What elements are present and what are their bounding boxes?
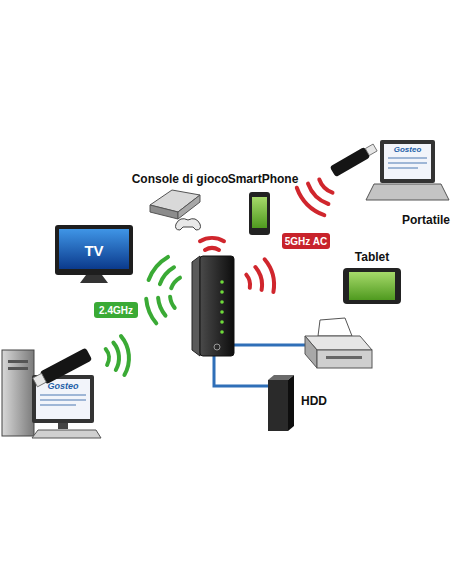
wifi-wave	[171, 278, 180, 289]
network-cable	[234, 344, 312, 347]
wifi-wave	[205, 248, 219, 250]
node-text: TV	[55, 225, 133, 275]
router-side	[192, 256, 200, 356]
dongle-plug	[365, 144, 377, 155]
device-console: Console di gioco	[125, 172, 235, 230]
router-led	[220, 300, 224, 304]
printer-side	[305, 336, 317, 368]
console-side	[150, 205, 178, 219]
screen-logo: Gosteo	[384, 145, 431, 154]
phone-body	[249, 192, 270, 235]
device-tv: TV	[55, 225, 133, 275]
screen-line	[40, 404, 76, 406]
screen-line	[40, 394, 86, 396]
laptop-lid	[380, 140, 435, 183]
node-text: Tablet	[335, 250, 409, 264]
node-text: 5GHz AC	[282, 233, 330, 249]
node-text: Console di gioco	[125, 172, 235, 186]
game-controller	[176, 219, 201, 230]
router-led	[220, 320, 224, 324]
tablet-screen	[349, 272, 395, 300]
wifi-wave	[246, 275, 250, 288]
wifi-wave	[200, 238, 224, 241]
device-smartphone: SmartPhone	[224, 172, 302, 236]
wifi-wave	[121, 336, 129, 375]
pc-tower	[2, 350, 34, 436]
laptop-base	[366, 184, 449, 200]
band-badge: 2.4GHz	[94, 302, 138, 318]
band-badge: 5GHz AC	[282, 233, 330, 249]
wifi-wave	[170, 297, 175, 308]
wifi-wave	[160, 267, 174, 284]
wifi-wave	[308, 184, 328, 204]
laptop-screen	[384, 144, 431, 179]
tablet-body	[343, 268, 401, 304]
wifi-wave	[319, 180, 332, 193]
router-led	[220, 330, 224, 334]
wifi-wave	[158, 298, 165, 316]
monitor-screen	[36, 379, 90, 419]
wifi-wave	[265, 259, 274, 292]
dongle-body	[330, 147, 371, 177]
dongle-plug	[33, 373, 47, 387]
node-text: 2.4GHz	[94, 302, 138, 318]
node-text: SmartPhone	[224, 172, 302, 186]
screen-logo: Gosteo	[36, 381, 90, 391]
router-led	[220, 280, 224, 284]
hdd-side	[288, 375, 294, 431]
usb-dongle	[330, 142, 378, 177]
keyboard	[32, 430, 101, 438]
phone-screen	[252, 197, 267, 228]
dongle-body	[40, 348, 92, 385]
screen-line	[388, 167, 418, 169]
printer-slot	[326, 356, 362, 359]
monitor-stand	[58, 423, 68, 429]
screen-line	[40, 399, 86, 401]
network-cable	[214, 356, 268, 386]
router-led	[220, 290, 224, 294]
hdd-front	[268, 380, 288, 431]
tv-frame	[55, 225, 133, 275]
wifi-wave	[113, 343, 119, 370]
screen-line	[388, 157, 427, 159]
wifi-wave	[255, 267, 262, 290]
router-led	[220, 310, 224, 314]
printer-paper	[318, 318, 352, 336]
wifi-wave	[297, 188, 325, 216]
drive-bay	[8, 360, 28, 363]
drive-bay	[8, 367, 28, 370]
wifi-wave	[106, 349, 109, 365]
wifi-wave	[146, 299, 156, 324]
router-body	[200, 256, 234, 356]
device-tablet: Tablet	[335, 250, 409, 306]
console-front	[178, 195, 200, 219]
node-text: Portatile	[402, 213, 450, 227]
node-text: HDD	[301, 394, 327, 408]
router-button	[214, 344, 220, 350]
screen-line	[388, 162, 427, 164]
printer-front	[317, 350, 372, 368]
tv-stand	[80, 275, 108, 283]
wifi-wave	[149, 257, 168, 280]
device-hdd: HDD	[264, 372, 334, 432]
